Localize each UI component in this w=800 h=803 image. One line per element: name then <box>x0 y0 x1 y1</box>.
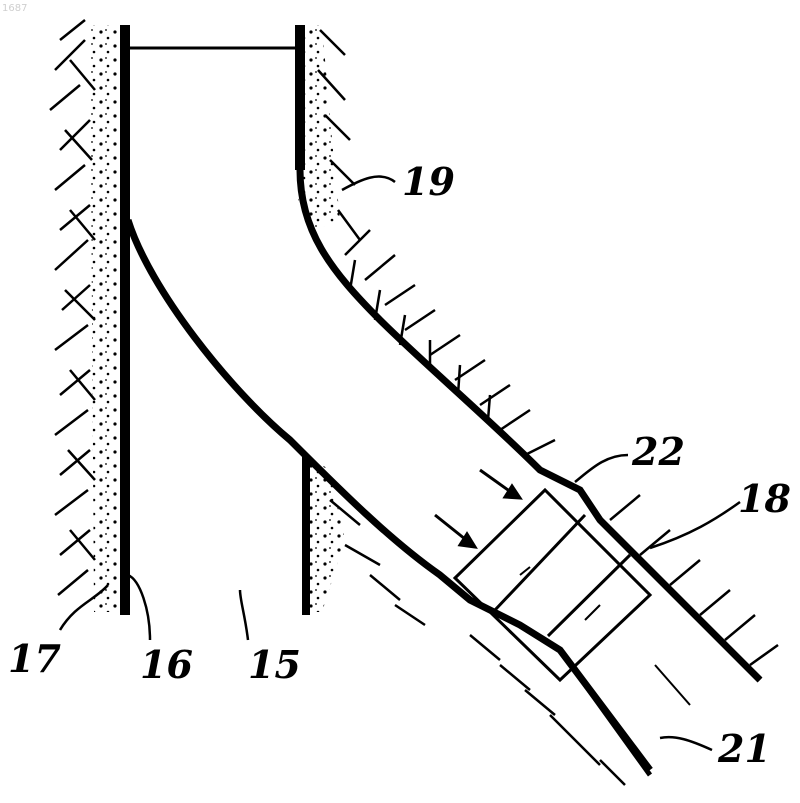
formation-hatch-lower <box>330 500 625 785</box>
label-18: 18 <box>738 476 791 521</box>
liner-hatch-2 <box>585 605 600 620</box>
label-19: 19 <box>402 159 455 204</box>
lower-borehole-hatch <box>655 665 690 705</box>
label-16: 16 <box>140 642 193 687</box>
label-22: 22 <box>631 429 685 474</box>
formation-hatch-left <box>50 20 95 595</box>
label-15: 15 <box>248 642 301 687</box>
corner-id: 1687 <box>2 3 27 14</box>
lateral-outer-wall <box>300 170 760 680</box>
formation-hatch-right <box>318 30 778 665</box>
label-21: 21 <box>717 726 771 771</box>
liner-pipe-body <box>455 490 650 680</box>
label-17: 17 <box>8 636 61 681</box>
liner-divider-1 <box>495 515 585 610</box>
pressure-arrows <box>435 470 520 547</box>
